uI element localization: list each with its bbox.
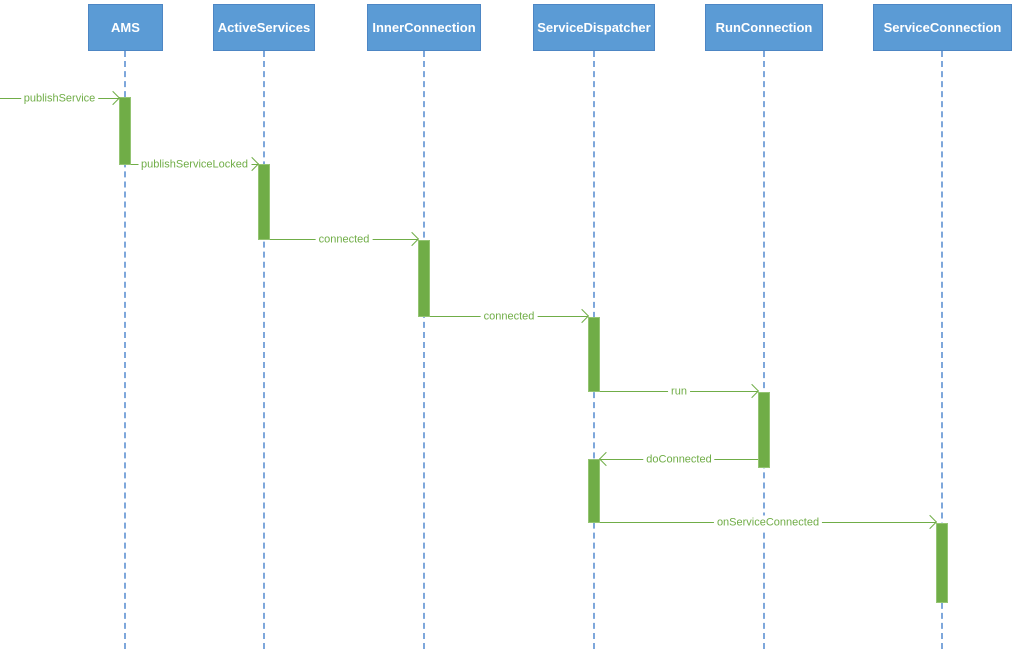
lifeline-line-innerconnection bbox=[423, 51, 425, 649]
lifeline-head-serviceconnection: ServiceConnection bbox=[873, 4, 1012, 51]
message-label: onServiceConnected bbox=[713, 515, 823, 531]
arrowhead-right-icon bbox=[105, 90, 121, 106]
activation-ams bbox=[119, 97, 131, 165]
activation-activeservices bbox=[258, 164, 270, 240]
lifeline-head-activeservices: ActiveServices bbox=[213, 4, 315, 51]
arrowhead-right-icon bbox=[922, 514, 938, 530]
arrowhead-left-icon bbox=[598, 451, 614, 467]
lifeline-head-innerconnection: InnerConnection bbox=[367, 4, 481, 51]
lifeline-line-ams bbox=[124, 51, 126, 649]
message-label: connected bbox=[315, 232, 373, 248]
message-label: doConnected bbox=[643, 452, 715, 468]
activation-servicedispatcher-1 bbox=[588, 317, 600, 392]
arrowhead-right-icon bbox=[574, 308, 590, 324]
lifeline-head-runconnection: RunConnection bbox=[705, 4, 823, 51]
message-label: publishService bbox=[20, 91, 99, 107]
lifeline-line-runconnection bbox=[763, 51, 765, 649]
message-label: publishServiceLocked bbox=[137, 157, 252, 173]
message-label: connected bbox=[480, 309, 538, 325]
lifeline-head-ams: AMS bbox=[88, 4, 163, 51]
lifeline-line-activeservices bbox=[263, 51, 265, 649]
activation-innerconnection bbox=[418, 240, 430, 317]
message-label: run bbox=[668, 384, 690, 400]
arrowhead-right-icon bbox=[744, 383, 760, 399]
activation-serviceconnection bbox=[936, 523, 948, 603]
arrowhead-right-icon bbox=[404, 231, 420, 247]
lifeline-line-serviceconnection bbox=[941, 51, 943, 649]
lifeline-head-servicedispatcher: ServiceDispatcher bbox=[533, 4, 655, 51]
activation-servicedispatcher-2 bbox=[588, 459, 600, 523]
activation-runconnection bbox=[758, 392, 770, 468]
